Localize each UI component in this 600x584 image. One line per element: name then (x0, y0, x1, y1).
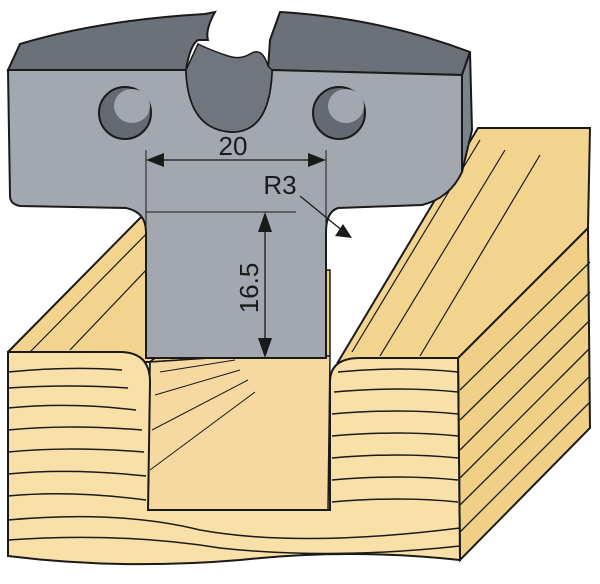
wood-grain-front (7, 367, 461, 555)
dimension-depth: 16.5 (146, 211, 296, 358)
hole-left (98, 86, 152, 140)
wood-front-left (7, 351, 462, 566)
blade-top-bevel (6, 10, 472, 77)
radius-label: R3 (263, 170, 296, 200)
width-label: 20 (219, 131, 248, 161)
depth-label: 16.5 (234, 263, 264, 314)
dimension-width: 20 (145, 131, 327, 358)
dimension-radius: R3 (263, 170, 352, 238)
blade-notch-shade (185, 42, 273, 133)
wood-grain-side (459, 261, 591, 533)
groove-bottom (147, 355, 331, 511)
cutter-blade (6, 10, 474, 359)
hole-right (312, 86, 366, 140)
